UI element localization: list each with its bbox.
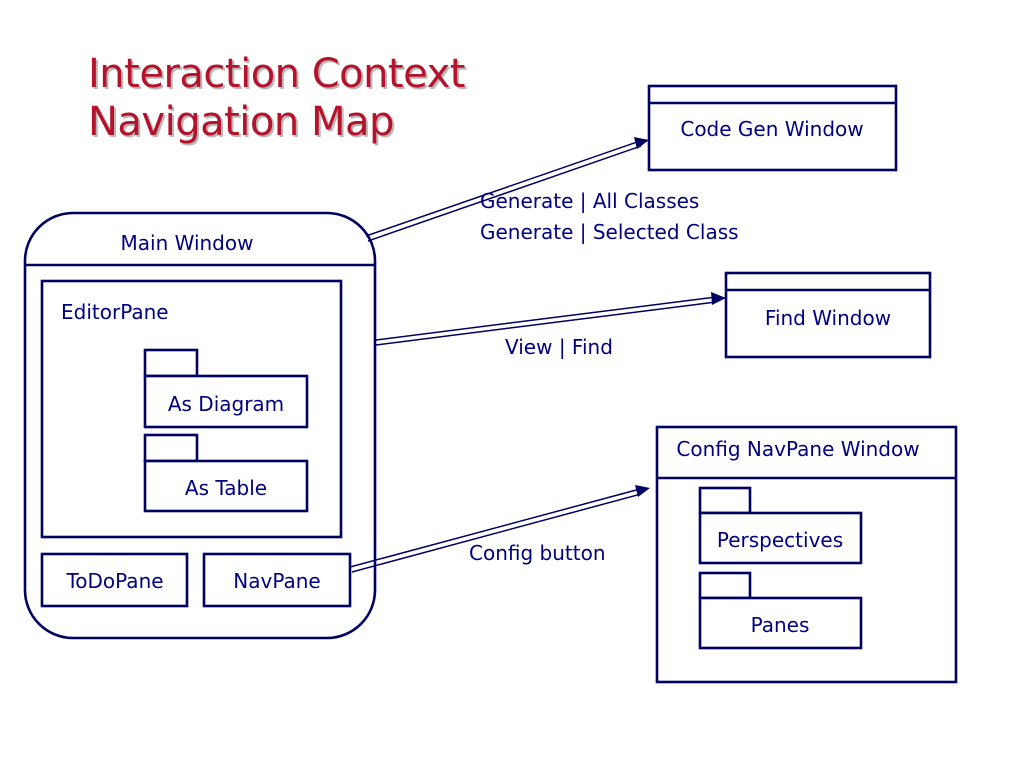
perspectives-node: Perspectives — [698, 486, 863, 565]
as-table-node: As Table — [143, 433, 309, 513]
title-line-1: Interaction Context — [88, 51, 465, 97]
todo-pane-label: ToDoPane — [65, 569, 163, 593]
edge-label-config-button: Config button — [469, 541, 606, 565]
arrow-to-config — [349, 485, 650, 573]
arrowhead-find — [711, 292, 726, 305]
code-gen-window-node: Code Gen Window — [647, 84, 898, 172]
as-table-label: As Table — [185, 476, 267, 500]
edge-label-view-find: View | Find — [505, 335, 613, 359]
arrowhead-code-gen — [634, 137, 649, 149]
as-diagram-node: As Diagram — [143, 348, 309, 429]
title-line-2: Navigation Map — [88, 99, 394, 145]
perspectives-label: Perspectives — [717, 528, 843, 552]
main-window-label: Main Window — [121, 231, 254, 255]
find-window-node: Find Window — [724, 271, 932, 359]
panes-label: Panes — [751, 613, 810, 637]
arrowhead-config — [635, 485, 650, 497]
code-gen-window-label: Code Gen Window — [680, 117, 863, 141]
arrow-to-find — [375, 292, 726, 346]
edge-label-generate-all: Generate | All Classes — [480, 189, 699, 213]
find-window-label: Find Window — [765, 306, 891, 330]
slide-title: Interaction Context Navigation Map — [88, 50, 608, 146]
nav-pane-label: NavPane — [233, 569, 320, 593]
editor-pane-label: EditorPane — [61, 300, 169, 324]
config-navpane-window-label: Config NavPane Window — [676, 437, 919, 461]
edge-label-generate-selected: Generate | Selected Class — [480, 220, 739, 244]
todo-pane-node: ToDoPane — [40, 552, 189, 608]
arrow-to-code-gen — [365, 137, 649, 242]
panes-node: Panes — [698, 571, 863, 650]
as-diagram-label: As Diagram — [168, 392, 284, 416]
nav-pane-node: NavPane — [202, 552, 352, 608]
